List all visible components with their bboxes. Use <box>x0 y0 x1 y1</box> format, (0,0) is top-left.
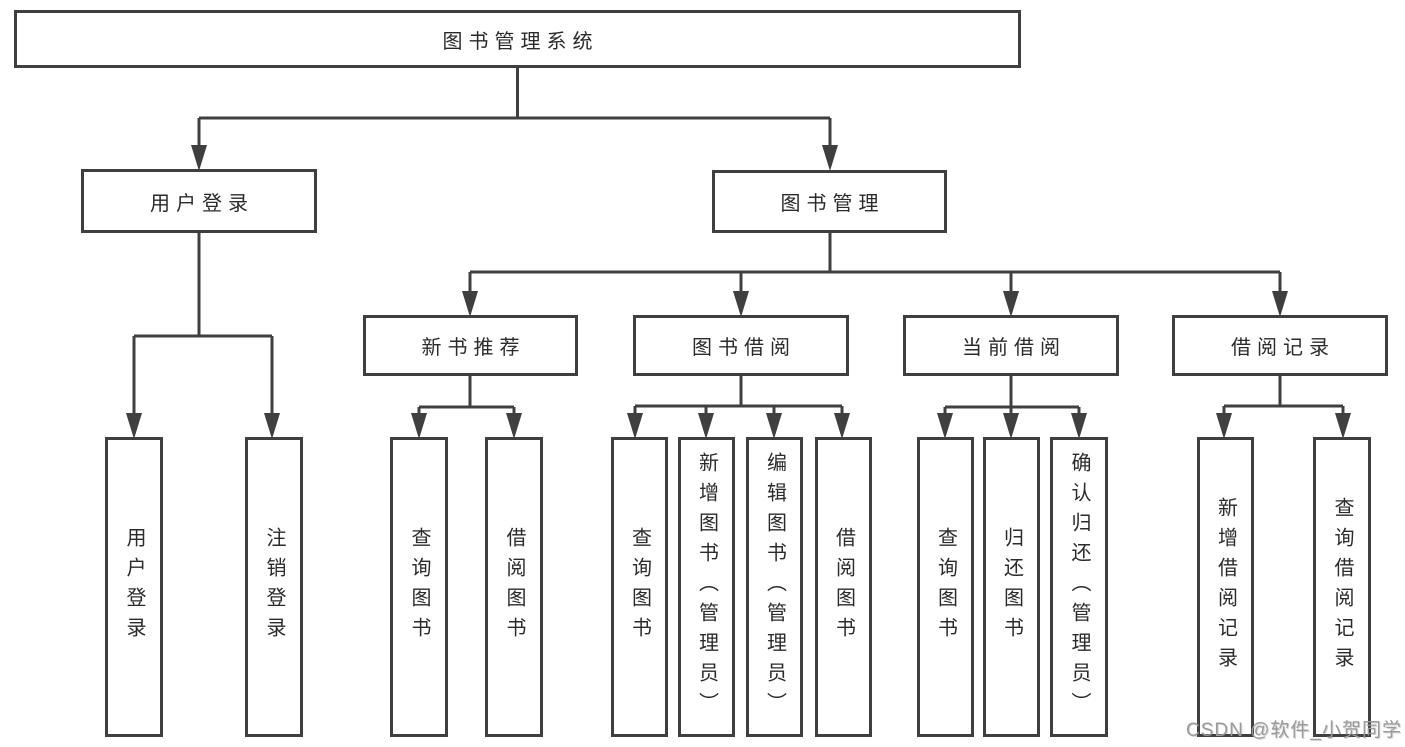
leaf-borrowing-add-books-admin-label: 新增图书（管理员） <box>695 452 718 722</box>
leaf-records-query-record-label: 查询借阅记录 <box>1331 497 1353 677</box>
leaf-logout: 注销登录 <box>245 437 303 737</box>
node-root-label: 图书管理系统 <box>442 30 599 53</box>
node-book-borrowing-label: 图书借阅 <box>692 337 796 359</box>
leaf-current-confirm-return-admin-label: 确认归还（管理员） <box>1068 452 1090 722</box>
node-user-login: 用户登录 <box>81 169 317 233</box>
leaf-current-query-books-label: 查询图书 <box>934 527 957 647</box>
node-borrowing-records-label: 借阅记录 <box>1231 337 1335 359</box>
node-root-system: 图书管理系统 <box>14 10 1021 68</box>
node-new-book-recommend-label: 新书推荐 <box>421 337 526 359</box>
leaf-user-login: 用户登录 <box>105 437 163 737</box>
node-borrowing-records: 借阅记录 <box>1172 315 1388 376</box>
leaf-current-query-books: 查询图书 <box>917 437 974 737</box>
node-book-borrowing: 图书借阅 <box>633 315 849 376</box>
leaf-records-query-record: 查询借阅记录 <box>1313 437 1371 737</box>
leaf-user-login-label: 用户登录 <box>123 527 145 647</box>
csdn-watermark: CSDN @软件_小贺同学 <box>1186 720 1402 741</box>
leaf-recommend-query-books: 查询图书 <box>390 437 448 737</box>
leaf-borrowing-query-books: 查询图书 <box>611 437 668 737</box>
leaf-borrowing-query-books-label: 查询图书 <box>628 527 651 647</box>
leaf-current-return-books-label: 归还图书 <box>1000 527 1023 647</box>
leaf-current-confirm-return-admin: 确认归还（管理员） <box>1050 437 1108 737</box>
leaf-borrowing-edit-books-admin: 编辑图书（管理员） <box>746 437 803 737</box>
leaf-borrowing-edit-books-admin-label: 编辑图书（管理员） <box>763 452 786 722</box>
node-book-management-label: 图书管理 <box>780 193 885 215</box>
node-book-management: 图书管理 <box>712 170 947 233</box>
node-user-login-label: 用户登录 <box>150 192 254 215</box>
leaf-recommend-query-books-label: 查询图书 <box>408 527 430 647</box>
leaf-logout-label: 注销登录 <box>263 527 285 647</box>
leaf-current-return-books: 归还图书 <box>983 437 1040 737</box>
leaf-borrowing-add-books-admin: 新增图书（管理员） <box>678 437 735 737</box>
leaf-records-add-record: 新增借阅记录 <box>1197 437 1254 737</box>
leaf-recommend-borrow-books-label: 借阅图书 <box>503 527 525 647</box>
node-current-borrowing: 当前借阅 <box>903 315 1119 376</box>
leaf-borrowing-borrow-books: 借阅图书 <box>815 437 872 737</box>
leaf-recommend-borrow-books: 借阅图书 <box>485 437 543 737</box>
node-new-book-recommend: 新书推荐 <box>363 315 578 376</box>
leaf-records-add-record-label: 新增借阅记录 <box>1214 497 1237 677</box>
node-current-borrowing-label: 当前借阅 <box>962 337 1066 359</box>
leaf-borrowing-borrow-books-label: 借阅图书 <box>832 527 855 647</box>
